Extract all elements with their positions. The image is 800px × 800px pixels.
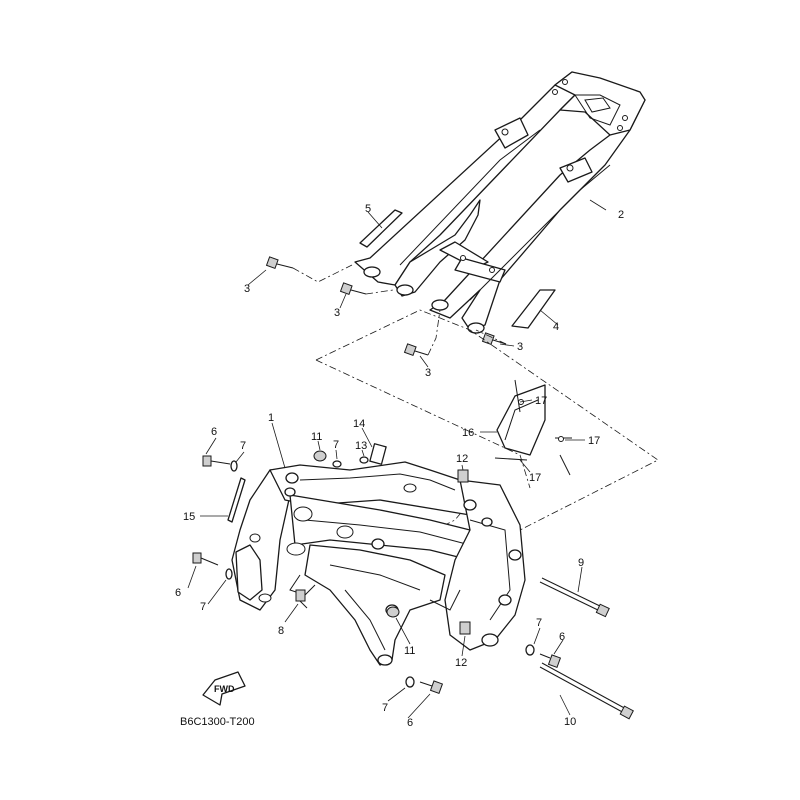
callout-1: 1 [268, 412, 274, 424]
callout-3: 3 [425, 367, 431, 379]
callout-13: 13 [355, 440, 367, 452]
bolt-3-group [265, 256, 507, 357]
callout-6: 6 [559, 631, 565, 643]
bolt-6-washer-7-group [192, 455, 562, 695]
callout-16: 16 [462, 427, 474, 439]
callout-7: 7 [200, 601, 206, 613]
callout-17: 17 [535, 395, 547, 407]
part-15-strip [227, 477, 246, 523]
fwd-arrow-icon: FWD [202, 671, 246, 706]
nut-group [295, 443, 471, 635]
callout-14: 14 [353, 418, 365, 430]
leader-lines [187, 199, 607, 719]
callout-7: 7 [240, 440, 246, 452]
rear-subframe [354, 71, 646, 334]
callout-10: 10 [564, 716, 576, 728]
callout-6: 6 [211, 426, 217, 438]
callout-3: 3 [334, 307, 340, 319]
callout-11: 11 [404, 645, 415, 657]
callout-9: 9 [578, 557, 584, 569]
part-16-bracket [494, 379, 572, 476]
callout-12: 12 [455, 657, 467, 669]
callouts: 1 2 3 3 3 3 4 5 6 6 6 6 7 7 7 7 7 8 9 10… [175, 203, 624, 729]
callout-17: 17 [588, 435, 600, 447]
callout-7: 7 [333, 439, 339, 451]
callout-4: 4 [553, 321, 559, 333]
callout-8: 8 [278, 625, 284, 637]
callout-3: 3 [517, 341, 523, 353]
callout-7: 7 [382, 702, 388, 714]
drawing-code: B6C1300-T200 [180, 716, 255, 728]
callout-17: 17 [529, 472, 541, 484]
callout-15: 15 [183, 511, 195, 523]
callout-6: 6 [175, 587, 181, 599]
callout-3: 3 [244, 283, 250, 295]
callout-12: 12 [456, 453, 468, 465]
long-bolts [539, 577, 634, 720]
callout-2: 2 [618, 209, 624, 221]
main-frame [231, 461, 526, 666]
callout-5: 5 [365, 203, 371, 215]
callout-6: 6 [407, 717, 413, 729]
fwd-label: FWD [214, 684, 235, 694]
callout-7: 7 [536, 617, 542, 629]
callout-11: 11 [311, 431, 322, 443]
assembly-dash-lines [292, 264, 659, 531]
part-5-plate [359, 209, 403, 248]
part-4-plate [511, 289, 556, 329]
